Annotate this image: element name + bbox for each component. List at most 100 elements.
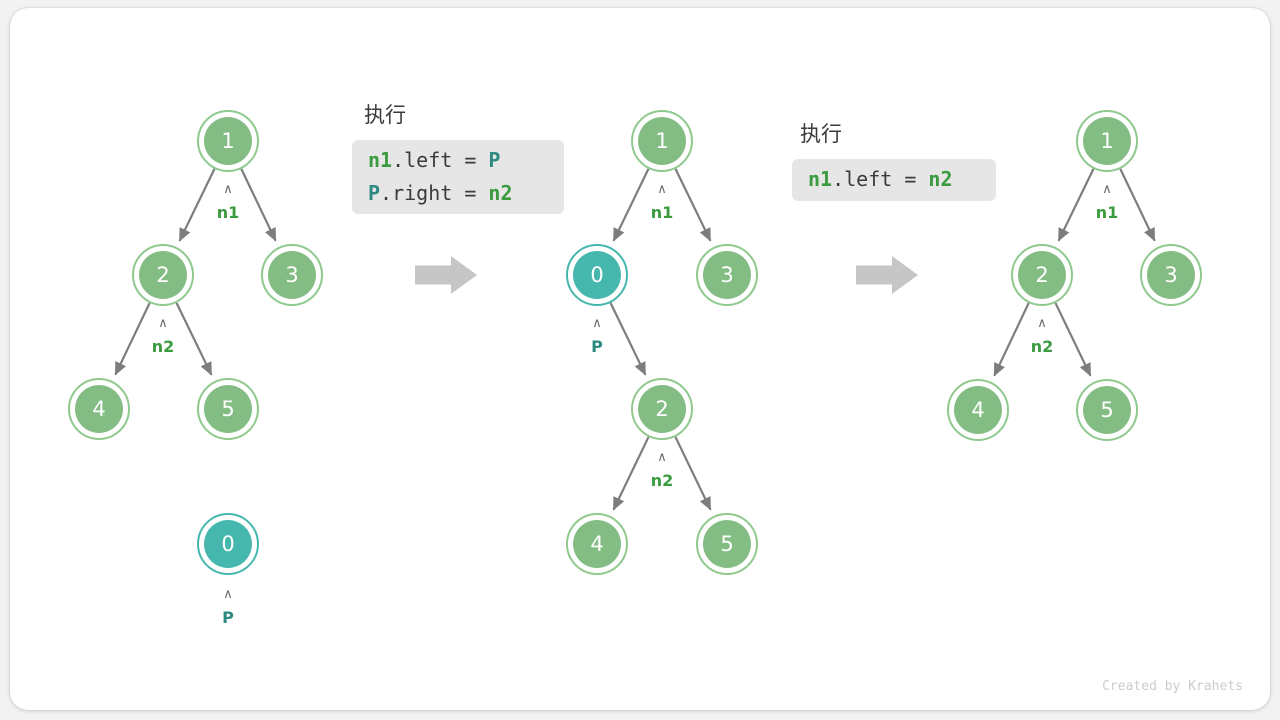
code-line: P.right = n2: [368, 181, 513, 205]
node-value: 3: [720, 263, 733, 287]
node-outer-ring: [631, 378, 693, 440]
node-value: 4: [971, 398, 984, 422]
node-value: 3: [1164, 263, 1177, 287]
node-outer-ring: [631, 110, 693, 172]
tree-node-step-2-after-insert-p0[interactable]: 0: [566, 244, 628, 306]
tree-node-step-2-after-insert-n5[interactable]: 5: [696, 513, 758, 575]
tree-edge-step-3-after-remove-n1-n3: [1119, 168, 1156, 242]
caret-icon: ∧: [1037, 316, 1047, 331]
node-disc: [75, 385, 123, 433]
tree-edge-step-3-after-remove-n2-n5: [1054, 302, 1092, 377]
node-value: 2: [1035, 263, 1048, 287]
tree-node-step-1-before-n4[interactable]: 4: [68, 378, 130, 440]
node-outer-ring: [68, 378, 130, 440]
tree-edge-step-2-after-insert-n1-p0: [612, 168, 650, 242]
pointer-label-step-2-after-insert-n2: ∧ n2: [651, 450, 674, 490]
pointer-name: P: [591, 337, 603, 356]
pointer-name: n1: [1096, 203, 1119, 222]
pointer-name: n2: [1031, 337, 1054, 356]
pointer-labels-layer: ∧n1∧n2∧P∧n1∧P∧n2∧n1∧n2: [152, 182, 1119, 627]
tree-edge-step-2-after-insert-n2-n4: [612, 436, 650, 511]
step-heading-step-2-after-insert: 执行: [364, 103, 406, 127]
caret-icon: ∧: [1102, 182, 1112, 197]
code-block-background: [352, 140, 564, 214]
node-value: 0: [221, 532, 234, 556]
tree-node-step-3-after-remove-n2[interactable]: 2: [1011, 244, 1073, 306]
node-value: 1: [221, 129, 234, 153]
tree-node-step-1-before-n1[interactable]: 1: [197, 110, 259, 172]
node-outer-ring: [132, 244, 194, 306]
tree-node-step-1-before-n3[interactable]: 3: [261, 244, 323, 306]
node-value: 1: [1100, 129, 1113, 153]
node-disc: [638, 385, 686, 433]
tree-node-step-2-after-insert-n3[interactable]: 3: [696, 244, 758, 306]
caret-icon: ∧: [657, 450, 667, 465]
pointer-name: n1: [651, 203, 674, 222]
node-outer-ring: [1076, 110, 1138, 172]
node-disc: [954, 386, 1002, 434]
pointer-name: P: [222, 608, 234, 627]
node-outer-ring: [1076, 379, 1138, 441]
tree-edge-step-3-after-remove-n1-n2: [1057, 168, 1095, 242]
tree-node-step-1-before-n2[interactable]: 2: [132, 244, 194, 306]
tree-edge-step-3-after-remove-n2-n4: [993, 302, 1030, 377]
tree-node-step-2-after-insert-n1[interactable]: 1: [631, 110, 693, 172]
watermark: Created by Krahets: [1102, 679, 1243, 694]
node-disc: [703, 251, 751, 299]
node-outer-ring: [197, 110, 259, 172]
pointer-label-step-1-before-n1: ∧ n1: [217, 182, 240, 222]
tree-node-step-1-before-n5[interactable]: 5: [197, 378, 259, 440]
node-disc: [573, 520, 621, 568]
tree-edge-step-1-before-n1-n2: [178, 168, 216, 242]
node-disc: [573, 251, 621, 299]
node-disc: [638, 117, 686, 165]
tree-node-step-3-after-remove-n3[interactable]: 3: [1140, 244, 1202, 306]
tree-edge-step-1-before-n1-n3: [240, 168, 277, 242]
tree-node-step-3-after-remove-n5[interactable]: 5: [1076, 379, 1138, 441]
caret-icon: ∧: [657, 182, 667, 197]
pointer-name: n2: [651, 471, 674, 490]
pointer-label-step-1-before-n2: ∧n2: [152, 316, 175, 356]
caret-icon: ∧: [592, 316, 602, 331]
tree-node-step-2-after-insert-n2[interactable]: 2: [631, 378, 693, 440]
annotations-layer: 执行 n1.left = P P.right = n2 执行 n1.left = n2: [352, 103, 996, 214]
node-outer-ring: [947, 379, 1009, 441]
node-outer-ring: [696, 244, 758, 306]
node-outer-ring: [566, 513, 628, 575]
node-outer-ring: [566, 244, 628, 306]
step-heading-step-3-after-remove: 执行: [800, 122, 842, 146]
caret-icon: ∧: [158, 316, 168, 331]
tree-node-step-2-after-insert-n4[interactable]: 4: [566, 513, 628, 575]
code-line: n1.left = P: [368, 148, 500, 172]
caret-icon: ∧: [223, 182, 233, 197]
code-block-background: [792, 159, 996, 201]
tree-node-step-3-after-remove-n4[interactable]: 4: [947, 379, 1009, 441]
code-block-step-2-after-insert: n1.left = P P.right = n2: [352, 140, 564, 214]
node-disc: [204, 117, 252, 165]
node-value: 0: [590, 263, 603, 287]
node-outer-ring: [696, 513, 758, 575]
pointer-label-step-3-after-remove-n1: ∧ n1: [1096, 182, 1119, 222]
node-outer-ring: [261, 244, 323, 306]
node-disc: [703, 520, 751, 568]
tree-nodes-layer: 1 2 3 4 5 0 1 0 3 2 4 5 1 2 3 4 5: [68, 110, 1202, 575]
caret-icon: ∧: [223, 587, 233, 602]
code-line: n1.left = n2: [808, 167, 953, 191]
node-value: 5: [720, 532, 733, 556]
node-disc: [204, 385, 252, 433]
node-value: 1: [655, 129, 668, 153]
node-value: 5: [221, 397, 234, 421]
tree-edge-step-2-after-insert-n2-n5: [674, 436, 712, 511]
tree-edge-step-1-before-n2-n4: [114, 302, 151, 376]
node-value: 2: [655, 397, 668, 421]
pointer-name: n1: [217, 203, 240, 222]
node-disc: [1018, 251, 1066, 299]
tree-node-step-1-before-p0[interactable]: 0: [197, 513, 259, 575]
node-outer-ring: [197, 513, 259, 575]
node-disc: [1083, 386, 1131, 434]
tree-node-step-3-after-remove-n1[interactable]: 1: [1076, 110, 1138, 172]
node-value: 3: [285, 263, 298, 287]
node-disc: [1147, 251, 1195, 299]
node-disc: [268, 251, 316, 299]
